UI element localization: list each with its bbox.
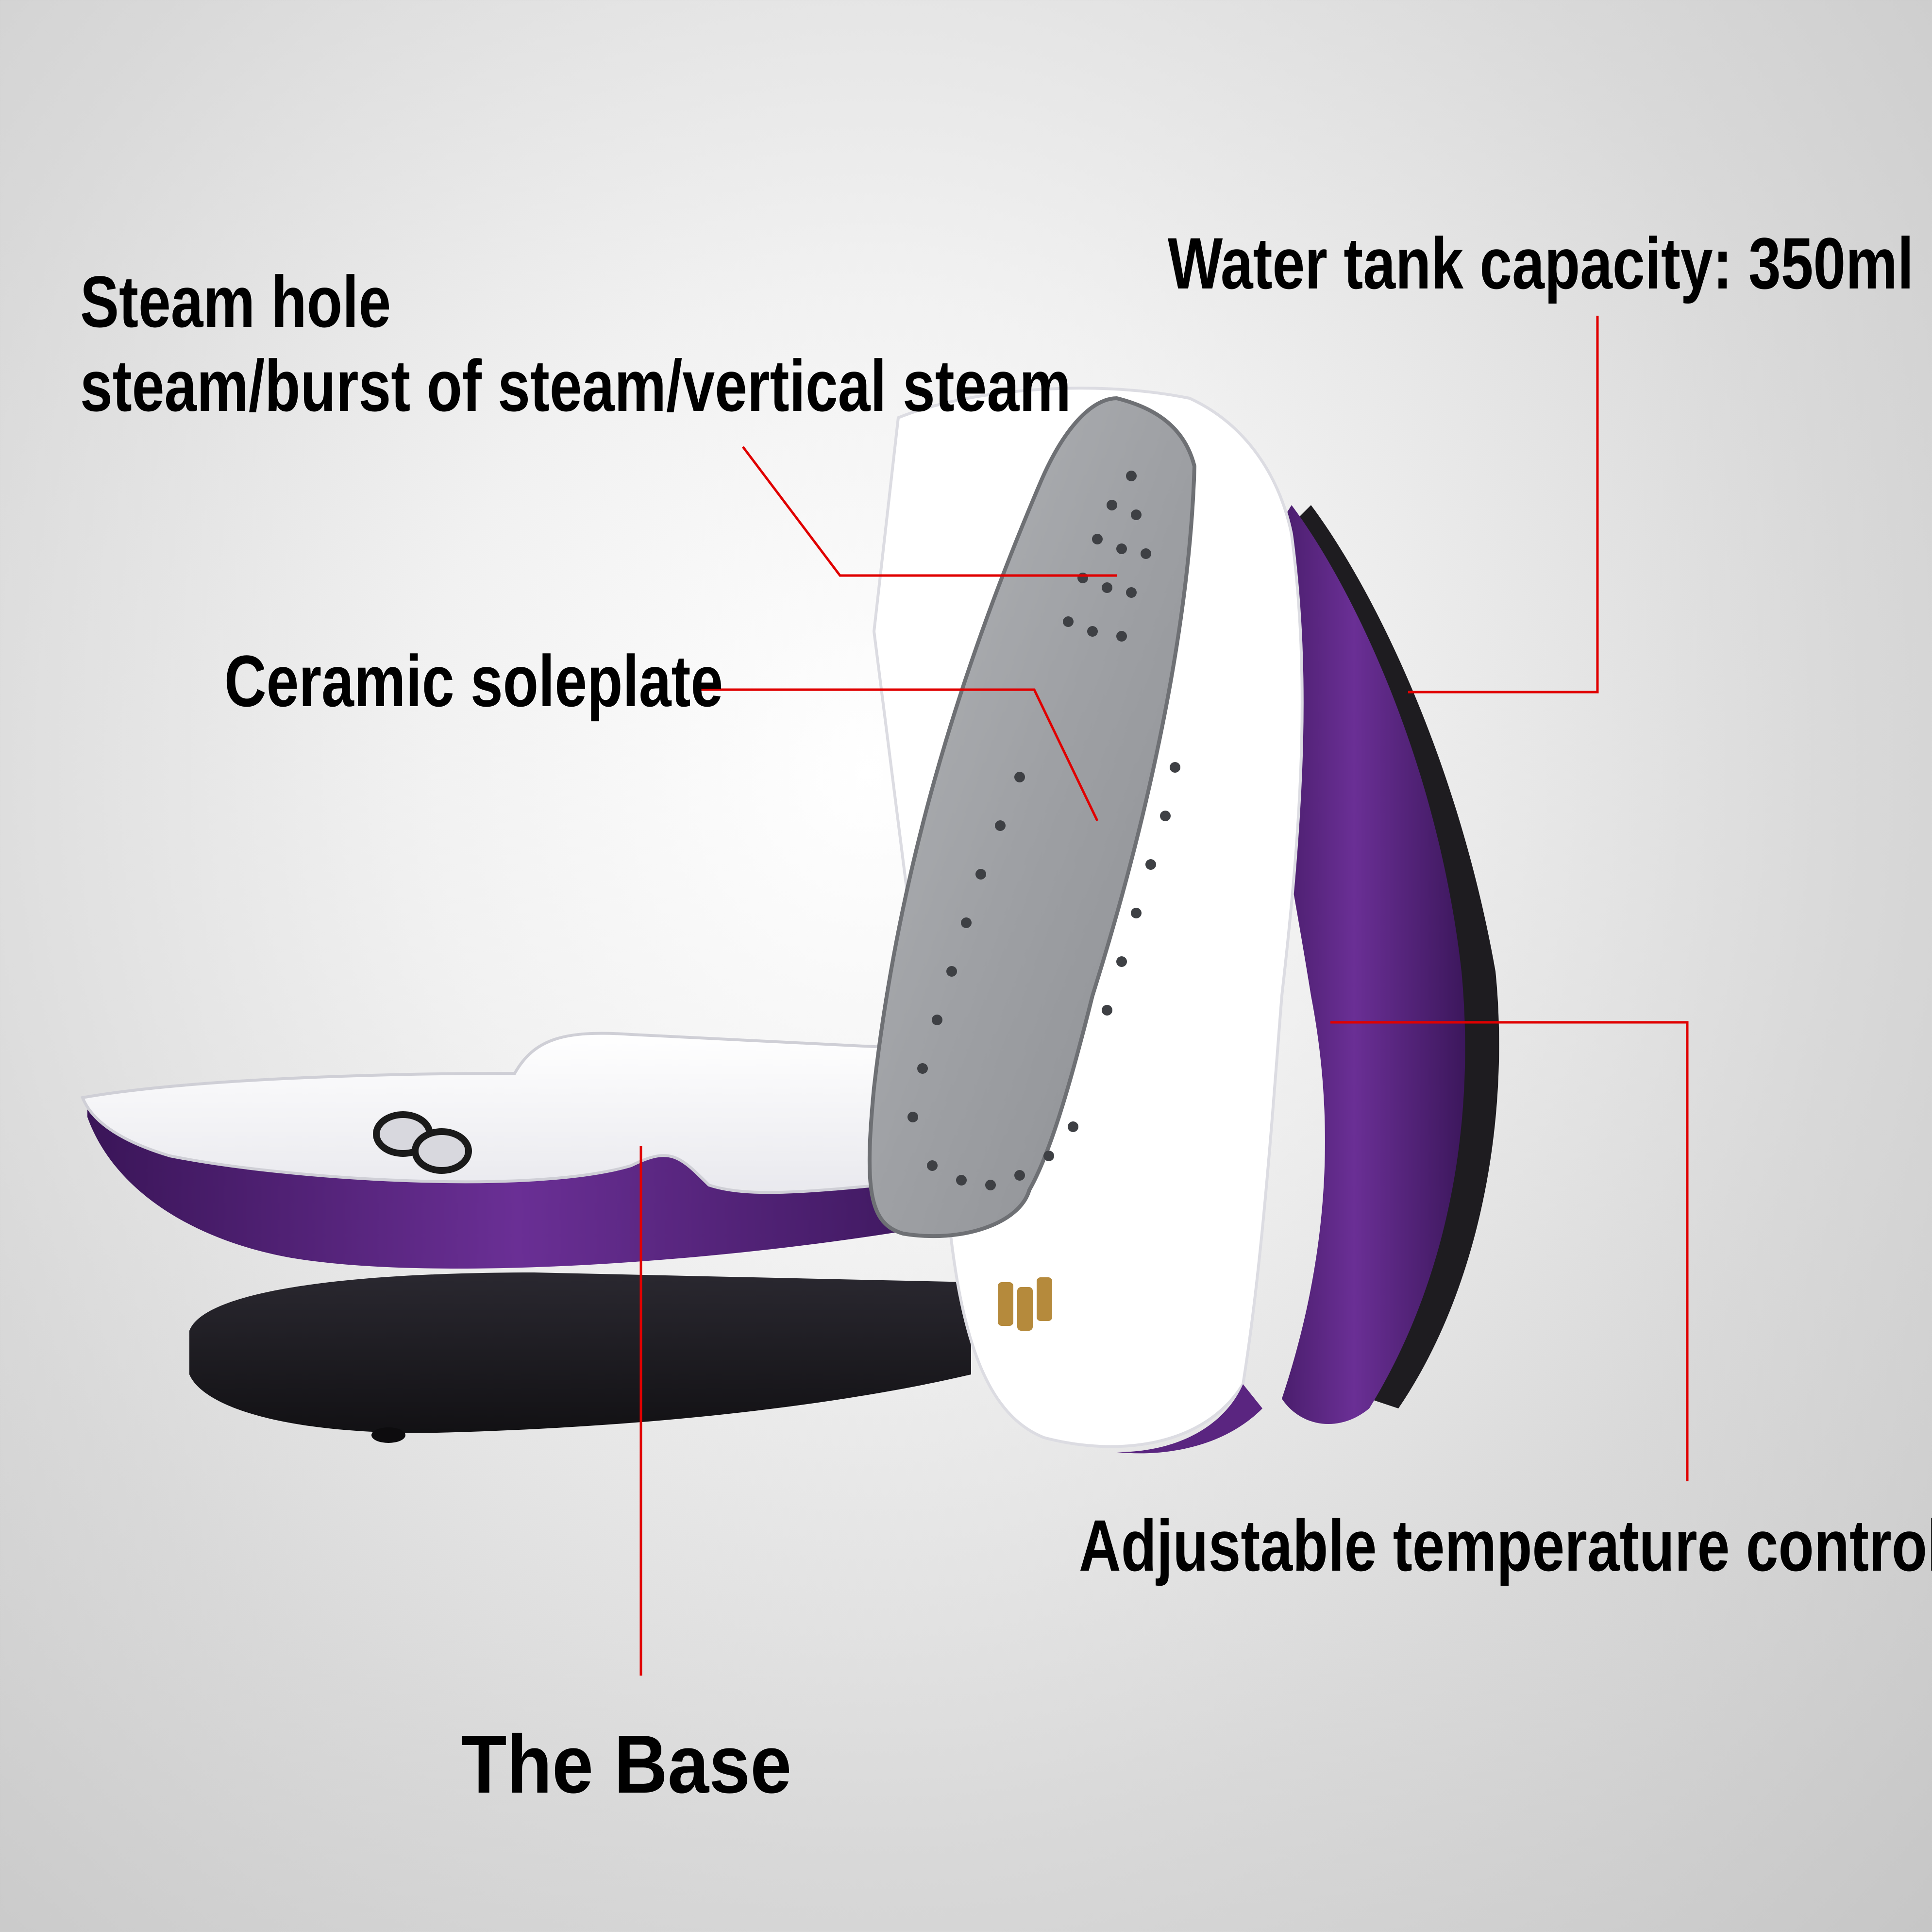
base-foot-peg — [371, 1427, 405, 1443]
base-knob-2 — [412, 1128, 472, 1174]
base-black-foot — [189, 1272, 971, 1433]
leader-water-tank — [1408, 316, 1599, 694]
steam-holes — [907, 471, 1180, 1190]
base-white-tray — [80, 1032, 934, 1194]
water-tank-label: Water tank capacity: 350ml — [1168, 222, 1914, 304]
steam-hole-subtitle: steam/burst of steam/vertical steam — [80, 344, 1071, 426]
steam-hole-title: Steam hole — [80, 261, 391, 342]
base-label: The Base — [461, 1718, 792, 1811]
iron-body — [867, 387, 1499, 1454]
leader-soleplate — [697, 688, 1099, 822]
base-stand — [80, 1032, 971, 1443]
leader-lines — [639, 316, 1689, 1676]
soleplate — [867, 396, 1197, 1238]
leader-temperature — [1330, 1021, 1689, 1481]
leader-steam-hole — [742, 446, 1117, 577]
soleplate-label: Ceramic soleplate — [224, 640, 723, 722]
body-purple-trim — [1117, 1384, 1262, 1454]
connector-pins — [998, 1277, 1052, 1331]
temperature-label: Adjustable temperature control — [1079, 1505, 1932, 1586]
steam-hole-label: Steam hole steam/burst of steam/vertical… — [80, 260, 1071, 427]
